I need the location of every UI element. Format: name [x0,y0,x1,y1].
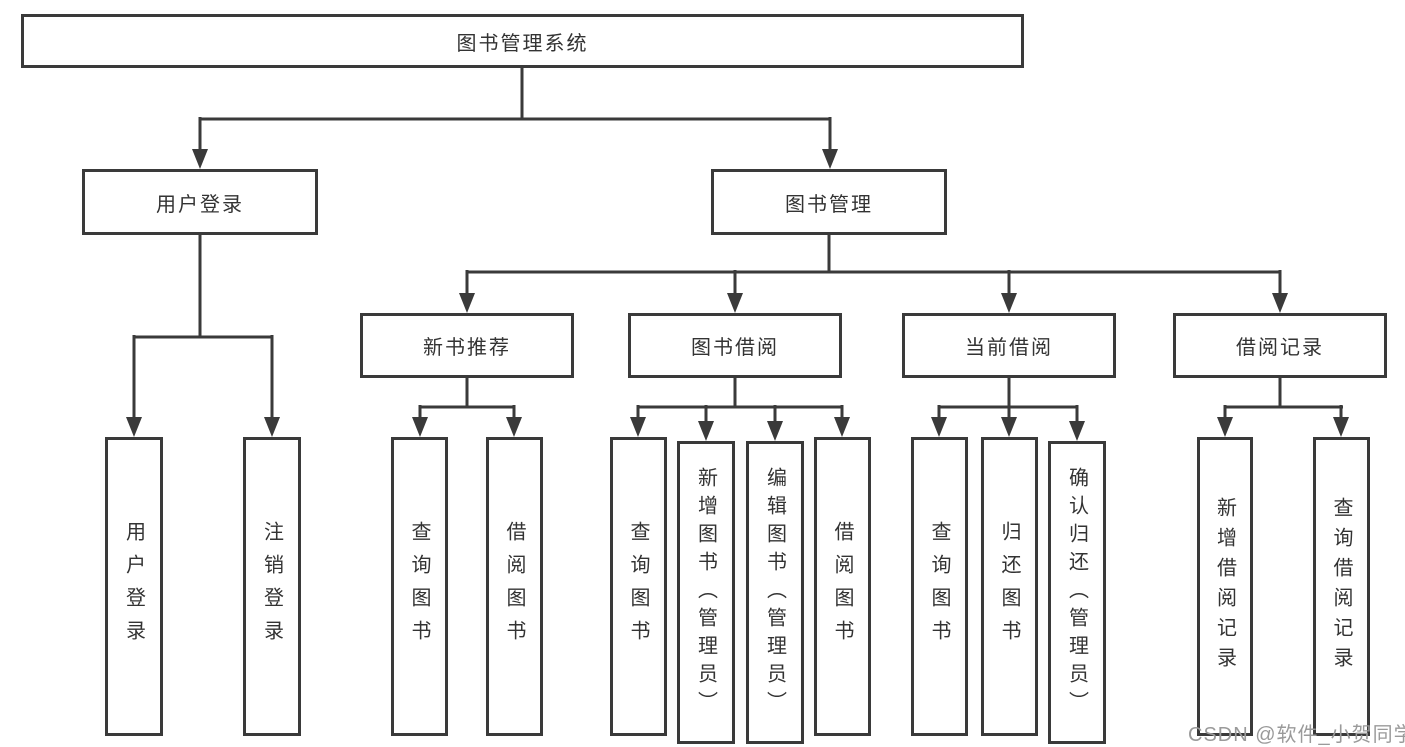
node-new-book-recommend: 新书推荐 [360,313,574,378]
leaf-user-login: 用户登录 [105,437,163,736]
csdn-watermark: CSDN @软件_小贺同学 [1188,724,1405,746]
node-borrow-records-label: 借阅记录 [1236,337,1324,359]
leaf-query-books-borrow-label: 查询图书 [627,520,649,653]
connector-arrowheads [126,149,1349,441]
leaf-borrow-books-newbooks: 借阅图书 [486,437,543,736]
node-book-management: 图书管理 [711,169,947,235]
leaf-confirm-return-admin-label: 确认归还（管理员） [1065,466,1088,719]
leaf-query-books-borrow: 查询图书 [610,437,667,736]
leaf-edit-books-admin: 编辑图书（管理员） [746,441,804,744]
leaf-query-books-current-label: 查询图书 [928,520,950,653]
leaf-confirm-return-admin: 确认归还（管理员） [1048,441,1106,744]
leaf-query-books-newbooks-label: 查询图书 [408,520,430,653]
node-user-login: 用户登录 [82,169,318,235]
node-root: 图书管理系统 [21,14,1024,68]
leaf-query-borrow-record: 查询借阅记录 [1313,437,1370,736]
leaf-add-borrow-record: 新增借阅记录 [1197,437,1253,736]
node-book-borrow: 图书借阅 [628,313,842,378]
leaf-borrow-books-label: 借阅图书 [831,520,853,653]
node-user-login-label: 用户登录 [156,193,244,216]
leaf-borrow-books-newbooks-label: 借阅图书 [503,520,525,653]
leaf-edit-books-admin-label: 编辑图书（管理员） [763,466,786,719]
leaf-query-borrow-record-label: 查询借阅记录 [1330,496,1352,677]
leaf-borrow-books: 借阅图书 [814,437,871,736]
leaf-query-books-current: 查询图书 [911,437,968,736]
leaf-logout-label: 注销登录 [260,520,283,653]
leaf-return-books: 归还图书 [981,437,1038,736]
leaf-add-borrow-record-label: 新增借阅记录 [1213,496,1236,677]
leaf-add-books-admin-label: 新增图书（管理员） [694,466,717,719]
leaf-add-books-admin: 新增图书（管理员） [677,441,735,744]
node-current-borrow: 当前借阅 [902,313,1116,378]
leaf-logout: 注销登录 [243,437,301,736]
node-new-book-recommend-label: 新书推荐 [423,337,511,359]
leaf-user-login-label: 用户登录 [122,520,145,653]
node-book-borrow-label: 图书借阅 [691,337,779,359]
node-book-management-label: 图书管理 [785,193,873,216]
node-root-label: 图书管理系统 [456,32,589,55]
node-current-borrow-label: 当前借阅 [965,337,1053,359]
leaf-query-books-newbooks: 查询图书 [391,437,448,736]
connector-lines [132,66,1343,423]
leaf-return-books-label: 归还图书 [998,520,1020,653]
node-borrow-records: 借阅记录 [1173,313,1387,378]
